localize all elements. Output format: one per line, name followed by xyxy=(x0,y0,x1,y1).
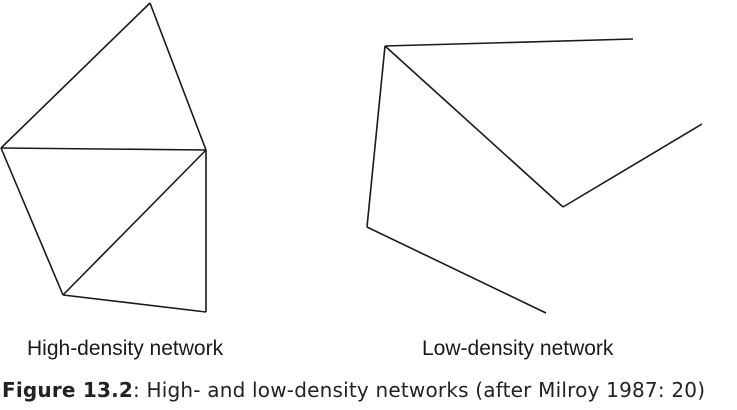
network-edge xyxy=(0,147,64,296)
high-density-label: High-density network xyxy=(27,337,224,360)
network-edge xyxy=(366,226,547,314)
network-edge xyxy=(384,38,634,47)
network-edge xyxy=(62,149,207,296)
network-edge xyxy=(62,294,207,313)
low-density-label: Low-density network xyxy=(422,337,614,360)
network-edge xyxy=(149,2,207,151)
network-edge xyxy=(562,123,703,208)
figure-caption: Figure 13.2: High- and low-density netwo… xyxy=(2,378,705,402)
low-density-network xyxy=(366,38,703,314)
caption-text: : High- and low-density networks (after … xyxy=(133,378,706,402)
network-edge xyxy=(0,147,207,151)
network-edge xyxy=(384,45,564,208)
high-density-network xyxy=(0,2,207,313)
figure-number: Figure 13.2 xyxy=(2,378,134,402)
network-edge xyxy=(366,45,386,228)
network-edge xyxy=(0,2,151,149)
